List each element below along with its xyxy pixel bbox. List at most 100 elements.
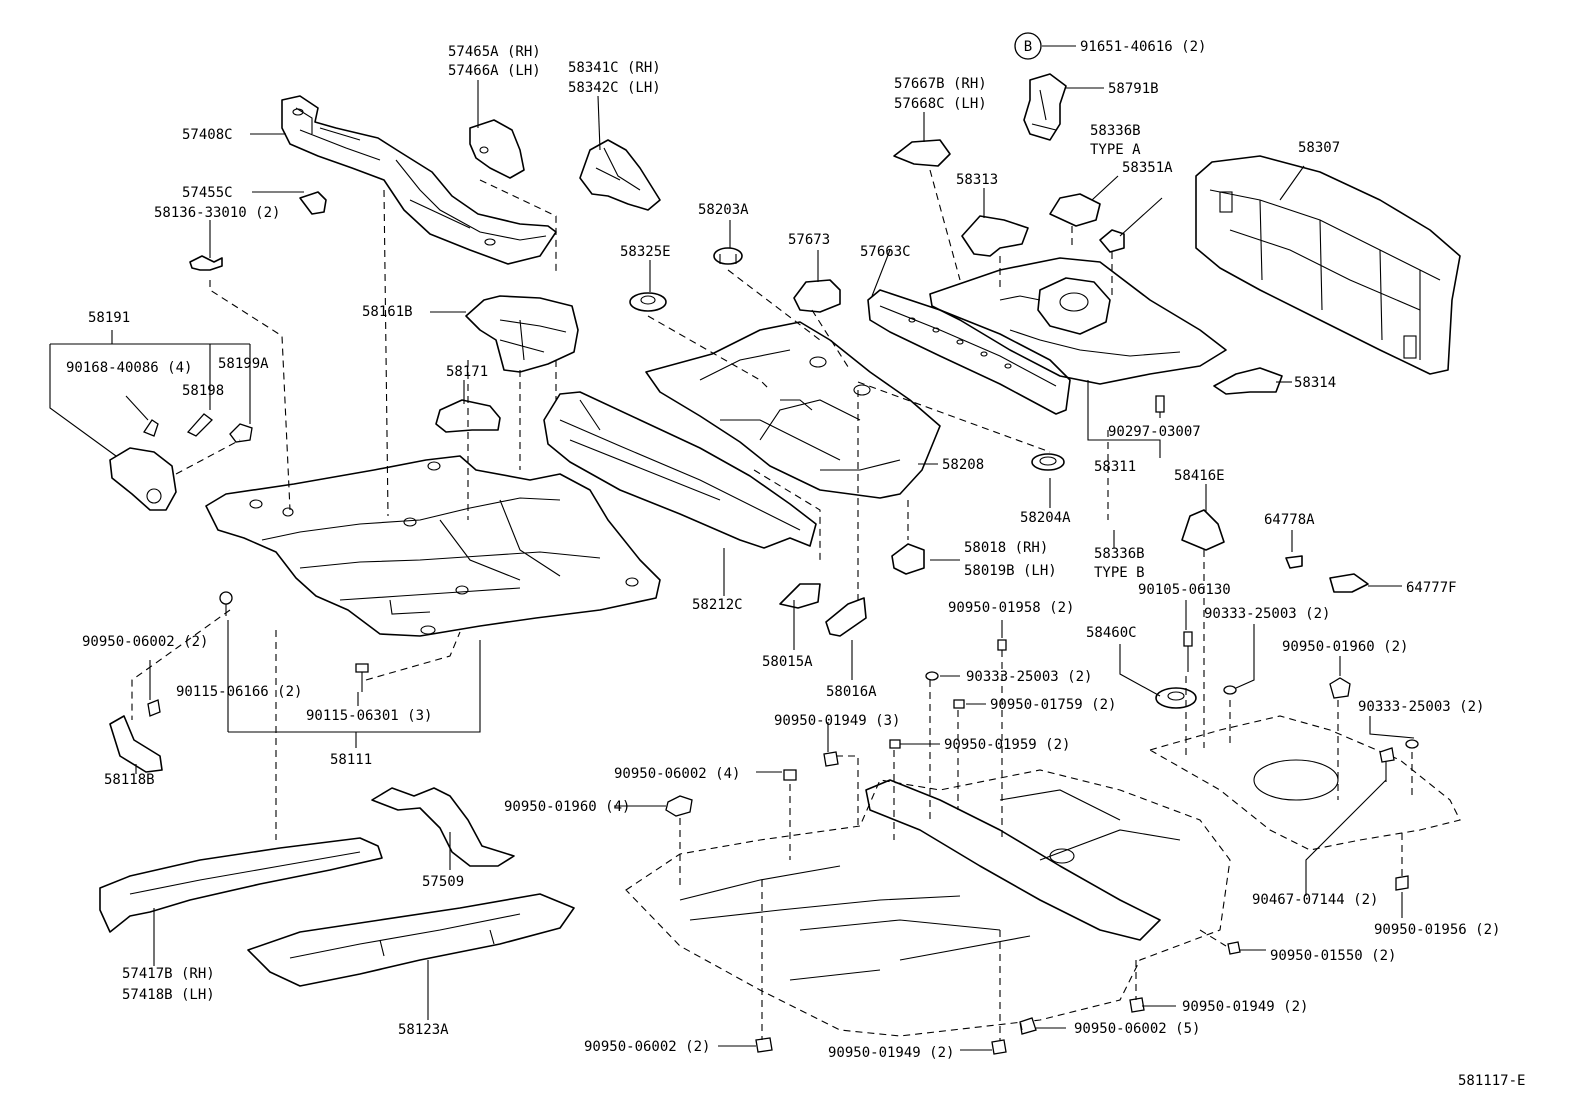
label-90950-01550: 90950-01550 (2) bbox=[1270, 948, 1396, 964]
label-57408c: 57408C bbox=[182, 127, 233, 143]
part-rear-lower-floor bbox=[1148, 715, 1461, 851]
label-58016a: 58016A bbox=[826, 684, 877, 700]
label-58198: 58198 bbox=[182, 383, 224, 399]
label-57466a: 57466A (LH) bbox=[448, 63, 541, 79]
label-90950-01958: 90950-01958 (2) bbox=[948, 600, 1074, 616]
label-58325e: 58325E bbox=[620, 244, 671, 260]
callout-b: B bbox=[1014, 32, 1042, 60]
label-58351a: 58351A bbox=[1122, 160, 1173, 176]
part-58016a bbox=[825, 597, 867, 637]
part-58325e bbox=[629, 292, 667, 312]
part-58314 bbox=[1213, 367, 1283, 395]
label-90333-25003-a: 90333-25003 (2) bbox=[1204, 606, 1330, 622]
label-57668c: 57668C (LH) bbox=[894, 96, 987, 112]
part-57509 bbox=[371, 787, 515, 867]
label-58019b: 58019B (LH) bbox=[964, 563, 1057, 579]
label-57673: 57673 bbox=[788, 232, 830, 248]
part-57465a bbox=[469, 119, 525, 179]
label-58015a: 58015A bbox=[762, 654, 813, 670]
label-57663c: 57663C bbox=[860, 244, 911, 260]
label-58336b-type-b: 58336B bbox=[1094, 546, 1145, 562]
label-58111: 58111 bbox=[330, 752, 372, 768]
part-57663c bbox=[867, 289, 1071, 415]
part-57408c bbox=[281, 95, 557, 265]
label-58336b-type-a: 58336B bbox=[1090, 123, 1141, 139]
part-57417b bbox=[99, 837, 383, 933]
label-90950-01759: 90950-01759 (2) bbox=[990, 697, 1116, 713]
label-90950-06002-a: 90950-06002 (2) bbox=[82, 634, 208, 650]
part-labels: 91651-40616 (2) 58791B 57465A (RH) 57466… bbox=[66, 39, 1525, 1089]
part-58351a bbox=[1099, 229, 1125, 253]
label-90467-07144: 90467-07144 (2) bbox=[1252, 892, 1378, 908]
label-90105-06130: 90105-06130 bbox=[1138, 582, 1231, 598]
part-58118b bbox=[109, 715, 163, 773]
label-58123a: 58123A bbox=[398, 1022, 449, 1038]
label-90950-06002-b: 90950-06002 (4) bbox=[614, 766, 740, 782]
label-57418b: 57418B (LH) bbox=[122, 987, 215, 1003]
label-90950-01956: 90950-01956 (2) bbox=[1374, 922, 1500, 938]
part-58191 bbox=[109, 413, 253, 511]
part-58111 bbox=[205, 455, 661, 637]
label-type-b: TYPE B bbox=[1094, 565, 1145, 581]
part-58161b bbox=[465, 295, 579, 373]
part-57455c bbox=[299, 191, 327, 215]
label-58460c: 58460C bbox=[1086, 625, 1137, 641]
label-58313: 58313 bbox=[956, 172, 998, 188]
assembly-lines bbox=[131, 169, 1413, 1040]
label-90115-06166: 90115-06166 (2) bbox=[176, 684, 302, 700]
part-58336b-a bbox=[1049, 193, 1101, 227]
label-58416e: 58416E bbox=[1174, 468, 1225, 484]
label-90168-40086: 90168-40086 (4) bbox=[66, 360, 192, 376]
label-64778a: 64778A bbox=[1264, 512, 1315, 528]
label-58342c: 58342C (LH) bbox=[568, 80, 661, 96]
label-90115-06301: 90115-06301 (3) bbox=[306, 708, 432, 724]
label-64777f: 64777F bbox=[1406, 580, 1457, 596]
label-58199a: 58199A bbox=[218, 356, 269, 372]
part-lower-floor-assembly bbox=[625, 769, 1231, 1037]
part-58341c bbox=[579, 139, 661, 211]
part-58791b bbox=[1023, 73, 1067, 141]
label-57417b: 57417B (RH) bbox=[122, 966, 215, 982]
label-90950-01960-b: 90950-01960 (4) bbox=[504, 799, 630, 815]
part-58212c bbox=[543, 391, 817, 549]
part-58307 bbox=[1195, 155, 1461, 375]
leader-lines bbox=[49, 45, 1415, 1051]
label-57509: 57509 bbox=[422, 874, 464, 890]
label-58118b: 58118B bbox=[104, 772, 155, 788]
part-58171 bbox=[435, 399, 501, 433]
part-57673 bbox=[793, 279, 841, 313]
label-58136-33010: 58136-33010 (2) bbox=[154, 205, 280, 221]
label-58314: 58314 bbox=[1294, 375, 1336, 391]
label-90950-01959: 90950-01959 (2) bbox=[944, 737, 1070, 753]
label-58307: 58307 bbox=[1298, 140, 1340, 156]
label-90950-01949-a: 90950-01949 (3) bbox=[774, 713, 900, 729]
label-58341c: 58341C (RH) bbox=[568, 60, 661, 76]
part-64778a bbox=[1285, 555, 1303, 569]
diagram-id: 581117-E bbox=[1458, 1073, 1525, 1089]
label-58791b: 58791B bbox=[1108, 81, 1159, 97]
fasteners bbox=[147, 395, 1419, 1055]
part-58204a bbox=[1031, 453, 1065, 471]
label-58018: 58018 (RH) bbox=[964, 540, 1048, 556]
label-57455c: 57455C bbox=[182, 185, 233, 201]
part-57667b bbox=[893, 139, 951, 167]
label-58171: 58171 bbox=[446, 364, 488, 380]
label-58203a: 58203A bbox=[698, 202, 749, 218]
label-90950-06002-d: 90950-06002 (5) bbox=[1074, 1021, 1200, 1037]
label-90297-03007: 90297-03007 bbox=[1108, 424, 1201, 440]
part-58313 bbox=[961, 215, 1029, 257]
label-type-a: TYPE A bbox=[1090, 142, 1141, 158]
label-58191: 58191 bbox=[88, 310, 130, 326]
label-91651-40616: 91651-40616 (2) bbox=[1080, 39, 1206, 55]
label-90333-25003-b: 90333-25003 (2) bbox=[966, 669, 1092, 685]
part-58208 bbox=[645, 321, 941, 499]
label-58204a: 58204A bbox=[1020, 510, 1071, 526]
label-90950-01949-b: 90950-01949 (2) bbox=[1182, 999, 1308, 1015]
label-58208: 58208 bbox=[942, 457, 984, 473]
part-58123a bbox=[247, 893, 575, 987]
part-58018 bbox=[891, 543, 925, 575]
label-90333-25003-c: 90333-25003 (2) bbox=[1358, 699, 1484, 715]
label-58161b: 58161B bbox=[362, 304, 413, 320]
part-58416e bbox=[1181, 509, 1225, 551]
